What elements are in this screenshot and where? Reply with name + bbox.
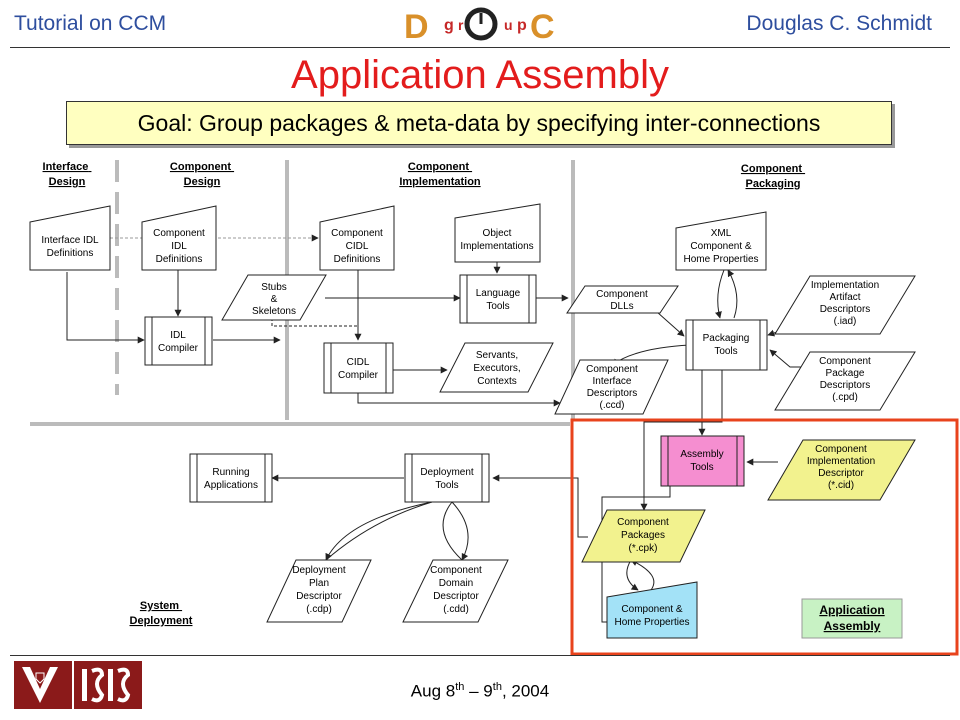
section-interface-design: Interface Design <box>43 161 92 188</box>
footer-date: Aug 8th – 9th, 2004 <box>410 681 550 701</box>
isis-logo <box>74 661 142 709</box>
svg-text:u: u <box>504 17 513 33</box>
svg-text:D: D <box>404 8 429 46</box>
header-left-title: Tutorial on CCM <box>14 12 167 35</box>
svg-text:r: r <box>458 17 464 33</box>
node-component-home-properties: Component &Home Properties <box>606 581 698 639</box>
doc-group-logo: D g r u p C <box>404 7 555 46</box>
section-component-design: Component Design <box>170 161 234 188</box>
svg-text:p: p <box>517 17 527 34</box>
svg-text:C: C <box>530 8 555 46</box>
section-system-deployment: System Deployment <box>130 600 193 627</box>
node-stubs-skeletons: Stubs&Skeletons <box>221 274 327 321</box>
goal-banner: Goal: Group packages & meta-data by spec… <box>66 101 892 145</box>
svg-text:Component &Home Properties: Component &Home Properties <box>614 604 689 628</box>
svg-text:Servants,Executors,Contexts: Servants,Executors,Contexts <box>473 350 520 387</box>
svg-text:g: g <box>444 17 454 34</box>
header-author: Douglas C. Schmidt <box>746 12 932 35</box>
node-servants-executors-contexts: Servants,Executors,Contexts <box>439 342 554 393</box>
section-component-packaging: Component Packaging <box>741 163 805 190</box>
svg-text:Stubs&Skeletons: Stubs&Skeletons <box>252 282 296 317</box>
header-divider <box>10 47 950 48</box>
workflow-diagram: Interface Design Component Design Compon… <box>29 160 959 656</box>
slide-title: Application Assembly <box>291 53 669 97</box>
footer-divider <box>10 655 950 656</box>
section-component-implementation: Component Implementation <box>399 161 481 188</box>
vanderbilt-logo <box>14 661 72 709</box>
application-assembly-highlight <box>570 418 959 656</box>
